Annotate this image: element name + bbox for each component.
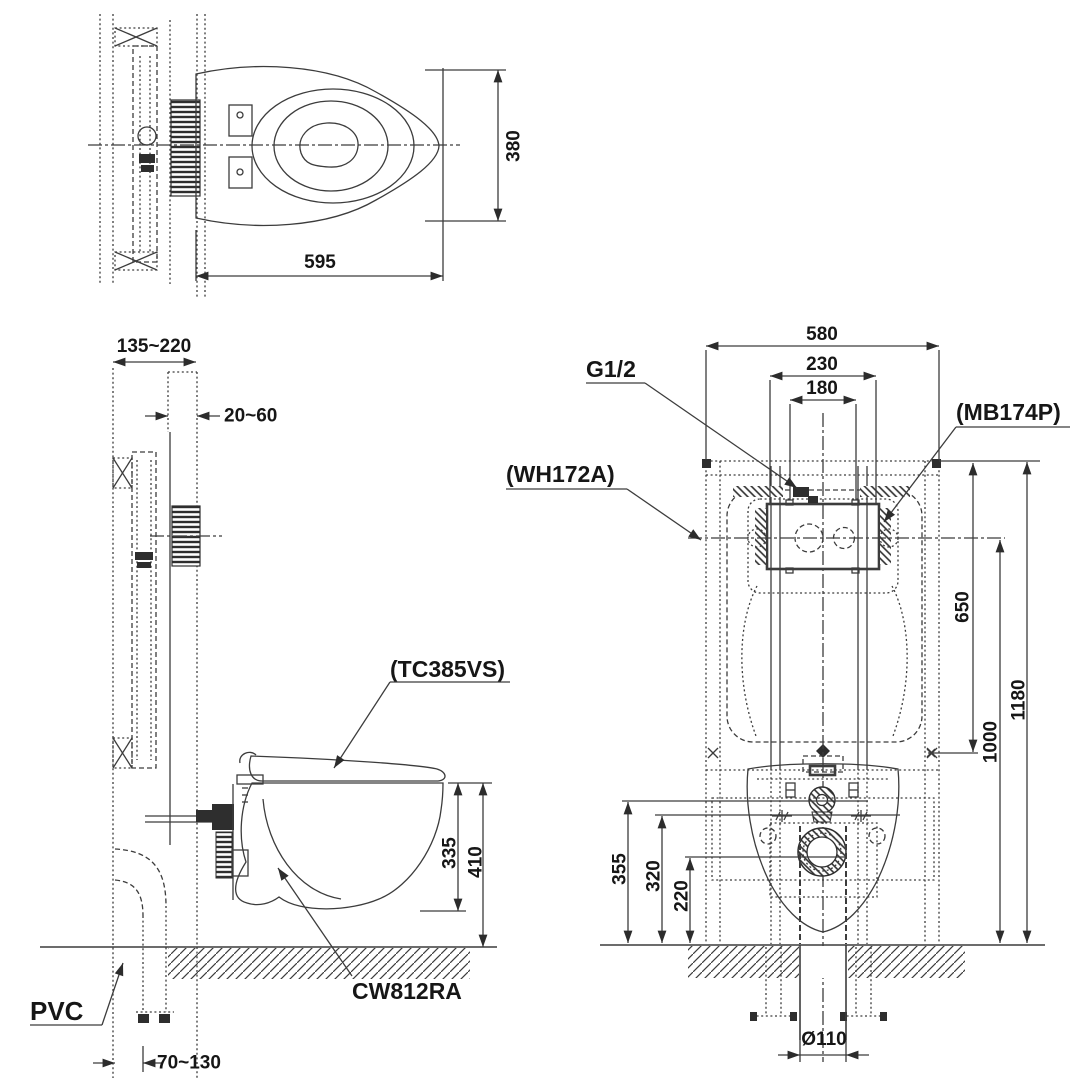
flush-outlet-mark [816, 744, 830, 758]
label-cw812ra: CW812RA [277, 867, 462, 1004]
dim-1180-text: 1180 [1009, 679, 1030, 720]
dim-580-text: 580 [806, 324, 838, 345]
label-g12: G1/2 [586, 356, 798, 489]
wall-sleeve-ribs [170, 99, 201, 197]
dim-180-text: 180 [806, 378, 838, 399]
dim-410: 410 [466, 783, 488, 947]
dim-220: 220 [672, 856, 846, 943]
seat-plan [195, 65, 440, 227]
label-tc385vs-text: (TC385VS) [390, 656, 505, 682]
dim-135-220-text: 135~220 [117, 336, 192, 357]
dim-320: 320 [644, 814, 900, 943]
dim-380-text: 380 [504, 130, 525, 162]
inwall-tank-plan [132, 45, 158, 263]
top-view-wall-section [99, 14, 206, 298]
frame-outline [702, 459, 941, 944]
label-wh172a-text: (WH172A) [506, 461, 615, 487]
label-cw812ra-text: CW812RA [352, 978, 462, 1004]
floor-side [40, 946, 497, 979]
tank-top-hatch-right [860, 486, 910, 497]
dim-650-text: 650 [953, 591, 974, 623]
supply-valve-side [145, 804, 249, 879]
frame-legs [750, 947, 887, 1021]
water-surface [299, 122, 359, 168]
seat-hinge-top [228, 104, 253, 137]
dim-1000: 1000 [981, 540, 1005, 943]
fixing-bolt-left [772, 810, 792, 822]
dim-70-130: 70~130 [93, 1046, 221, 1074]
dim-230-text: 230 [806, 354, 838, 375]
dim-320-text: 320 [644, 860, 665, 892]
frame-brace-right [891, 585, 908, 737]
top-view: 595 380 [88, 14, 525, 298]
bowl-opening [273, 100, 389, 192]
label-pvc: PVC [30, 962, 124, 1026]
dim-230: 230 [769, 354, 877, 504]
label-wh172a: (WH172A) [506, 461, 702, 541]
dim-drain-diameter: Ø110 [778, 1029, 869, 1062]
dim-220-text: 220 [672, 880, 693, 912]
dim-135-220: 135~220 [112, 336, 196, 367]
dim-20-60: 20~60 [145, 406, 277, 427]
floor-front [600, 944, 1045, 978]
flush-plate-side [150, 505, 222, 567]
supply-pipe-plan [137, 126, 157, 146]
dim-110-text: Ø110 [801, 1029, 846, 1050]
dim-595: 595 [195, 68, 444, 281]
label-g12-text: G1/2 [586, 356, 636, 382]
label-mb174p-text: (MB174P) [956, 399, 1061, 425]
dim-335-text: 335 [440, 837, 461, 869]
label-pvc-text: PVC [30, 996, 84, 1026]
dim-1180: 1180 [1009, 462, 1032, 943]
drain-pipe [799, 945, 847, 1040]
dim-380: 380 [425, 69, 525, 222]
dim-580: 580 [705, 324, 940, 460]
dim-410-text: 410 [466, 846, 487, 878]
dim-1000-text: 1000 [981, 721, 1002, 763]
label-tc385vs: (TC385VS) [333, 656, 510, 769]
inwall-tank-side [112, 451, 157, 769]
dim-355-text: 355 [610, 853, 631, 885]
tank-top-hatch-left [733, 486, 783, 497]
dim-595-text: 595 [304, 252, 336, 273]
frame-brace-left [741, 585, 758, 737]
label-mb174p: (MB174P) [883, 399, 1070, 523]
side-view: 135~220 20~60 [30, 336, 510, 1078]
front-view: 580 230 180 650 1000 1180 [506, 324, 1070, 1062]
dim-335: 335 [420, 782, 492, 912]
seat-hinge-bottom [228, 156, 253, 189]
dim-650: 650 [926, 460, 1040, 758]
pvc-pipe [114, 848, 174, 1023]
inlet-fitting [793, 487, 809, 497]
seat-ring [251, 88, 415, 204]
side-wall-lines [112, 368, 198, 1078]
fixing-bolt-right [851, 810, 871, 822]
corner-clip-left [702, 459, 711, 468]
seat-lid-outline [195, 65, 440, 227]
dim-355: 355 [610, 800, 868, 943]
floor-hatch-side [168, 948, 470, 979]
bowl-side-profile [232, 782, 444, 910]
bowl-front [711, 763, 935, 944]
dim-70-130-text: 70~130 [157, 1053, 221, 1074]
corner-clip-right [932, 459, 941, 468]
dim-20-60-text: 20~60 [224, 406, 277, 427]
